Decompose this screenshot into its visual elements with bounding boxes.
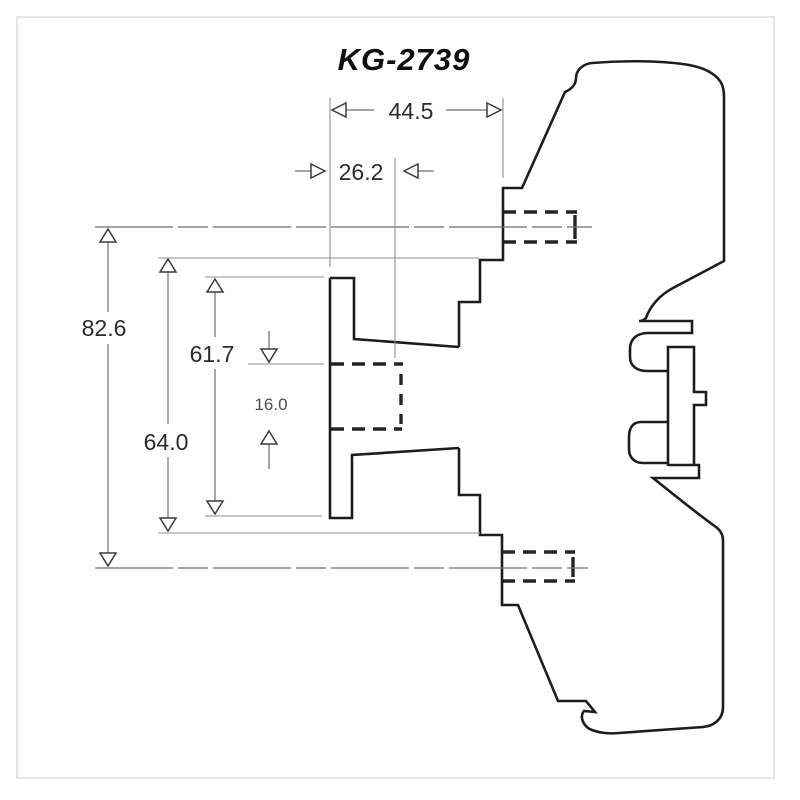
dim-64-0-label: 64.0 [144,429,189,455]
plate-left-edge [328,278,460,520]
arrow-up-icon [158,257,178,273]
arrow-right-icon [310,162,327,180]
arrow-down-icon [205,500,225,516]
dim-82-6-label: 82.6 [82,315,127,341]
arrow-up-icon [98,227,118,243]
dimension-61-7: 61.7 [190,277,235,516]
arrow-left-icon [402,162,419,180]
hidden-features [331,210,577,583]
lower-clip-hook [627,420,668,465]
dim-16-0-label: 16.0 [254,395,287,414]
arrow-right-icon [486,101,503,119]
body-lower-outline [457,448,725,735]
extension-lines [158,98,504,534]
centerlines [95,226,592,569]
bracket-outline [328,59,726,735]
dim-44-5-label: 44.5 [389,98,434,124]
arrow-left-icon [330,101,347,119]
body-upper-outline [457,59,726,373]
arrow-down-icon [259,348,279,364]
dimension-26-2: 26.2 [295,159,434,185]
arrow-down-icon [158,517,178,533]
dimension-16-0: 16.0 [254,331,288,469]
drawing-title: KG-2739 [338,42,471,77]
dimension-82-6: 82.6 [82,227,127,568]
plate-top-edge [330,276,460,349]
dim-61-7-label: 61.7 [190,341,235,367]
arrow-up-icon [205,277,225,293]
dimension-64-0: 64.0 [144,257,189,533]
dim-26-2-label: 26.2 [339,159,384,185]
page-border [16,16,775,779]
arrow-up-icon [259,429,279,445]
arrow-down-icon [98,552,118,568]
dimension-44-5: 44.5 [330,98,503,124]
rail-profile [666,345,708,466]
